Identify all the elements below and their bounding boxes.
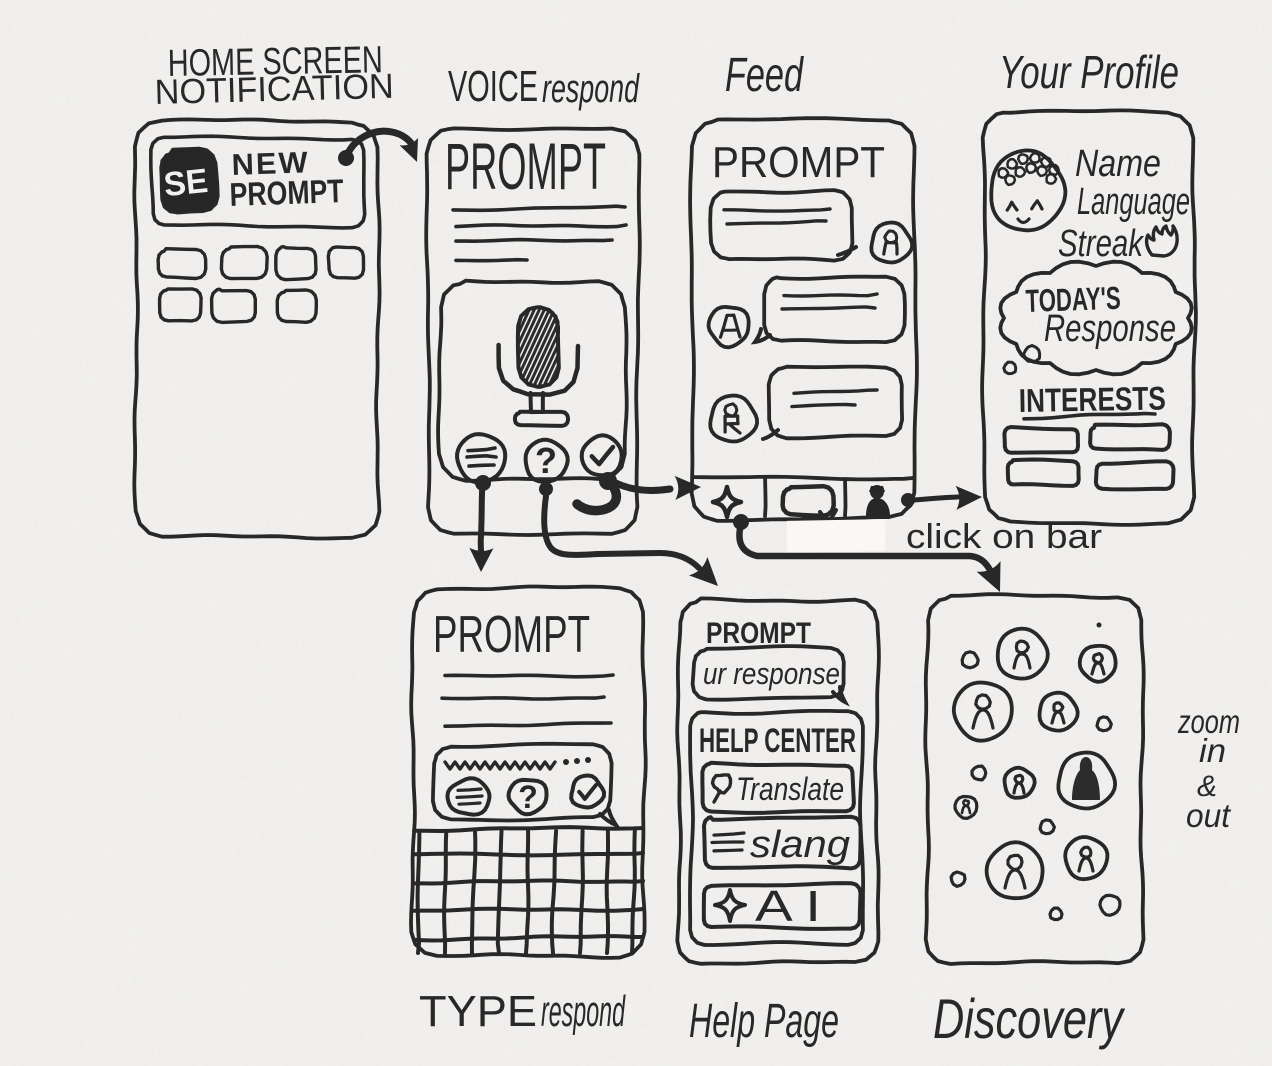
svg-text:NEW: NEW (231, 146, 310, 182)
svg-text:Translate: Translate (736, 771, 844, 807)
svg-text:HELP CENTER: HELP CENTER (699, 722, 856, 760)
svg-text:out: out (1186, 797, 1232, 834)
svg-text:Response: Response (1044, 308, 1176, 350)
svg-text:SE: SE (162, 162, 210, 204)
svg-text:respond: respond (541, 987, 626, 1036)
svg-text:in: in (1199, 732, 1226, 769)
svg-text:zoom: zoom (1177, 703, 1240, 740)
svg-text:A I: A I (755, 882, 821, 931)
svg-text:PROMPT: PROMPT (445, 129, 606, 203)
svg-text:TYPE: TYPE (419, 987, 537, 1036)
svg-text:VOICE: VOICE (448, 62, 538, 111)
svg-text:Name: Name (1075, 143, 1161, 185)
svg-text:Feed: Feed (725, 49, 804, 102)
svg-text:HOME SCREEN: HOME SCREEN (167, 39, 383, 85)
svg-text:Discovery: Discovery (933, 987, 1125, 1050)
svg-text:NOTIFICATION: NOTIFICATION (154, 67, 394, 112)
svg-text:Help Page: Help Page (689, 995, 839, 1048)
svg-text:Streak: Streak (1058, 223, 1145, 265)
svg-text:PROMPT: PROMPT (712, 138, 885, 187)
svg-text:ur response: ur response (703, 656, 840, 691)
svg-text:slang: slang (750, 824, 850, 866)
svg-text:PROMPT: PROMPT (433, 606, 590, 664)
svg-text:respond: respond (542, 67, 640, 111)
svg-text:TODAY'S: TODAY'S (1025, 280, 1121, 319)
svg-text:?: ? (518, 779, 538, 815)
svg-text:Language: Language (1077, 181, 1190, 223)
svg-text:PROMPT: PROMPT (229, 172, 344, 213)
svg-text:Your Profile: Your Profile (999, 46, 1179, 98)
svg-text:?: ? (535, 440, 557, 481)
svg-text:&: & (1197, 770, 1217, 803)
